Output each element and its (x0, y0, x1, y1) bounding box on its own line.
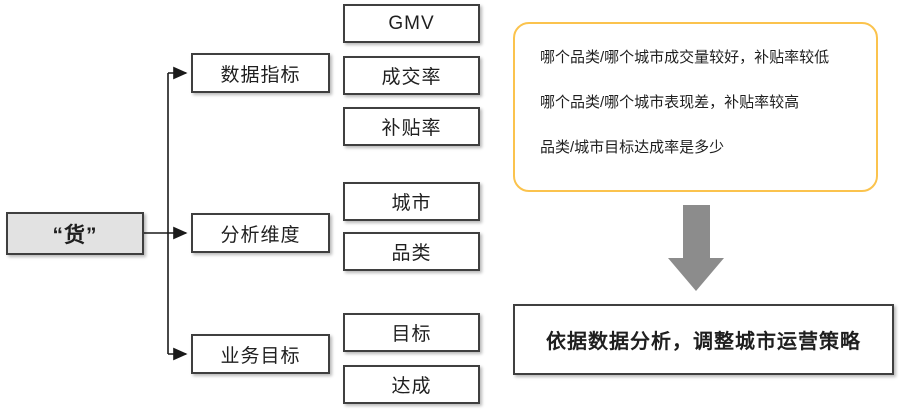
conclusion-box: 依据数据分析，调整城市运营策略 (513, 304, 894, 375)
branch-business-goals: 业务目标 (191, 334, 330, 374)
down-arrow-icon (668, 205, 724, 291)
leaf-category: 品类 (343, 232, 480, 271)
leaf-achievement: 达成 (343, 365, 480, 404)
callout-line: 哪个品类/哪个城市表现差，补贴率较高 (540, 94, 800, 111)
callout-line: 品类/城市目标达成率是多少 (540, 139, 725, 156)
leaf-target: 目标 (343, 313, 480, 352)
leaf-conversion-rate: 成交率 (343, 56, 480, 95)
leaf-gmv: GMV (343, 4, 480, 43)
leaf-subsidy-rate: 补贴率 (343, 107, 480, 146)
leaf-city: 城市 (343, 182, 480, 221)
branch-analysis-dimensions: 分析维度 (191, 213, 330, 253)
root-node-goods: “货” (6, 212, 144, 255)
branch-data-metrics: 数据指标 (191, 53, 330, 93)
callout-line: 哪个品类/哪个城市成交量较好，补贴率较低 (540, 49, 830, 66)
insight-callout: 哪个品类/哪个城市成交量较好，补贴率较低 哪个品类/哪个城市表现差，补贴率较高 … (513, 22, 878, 192)
